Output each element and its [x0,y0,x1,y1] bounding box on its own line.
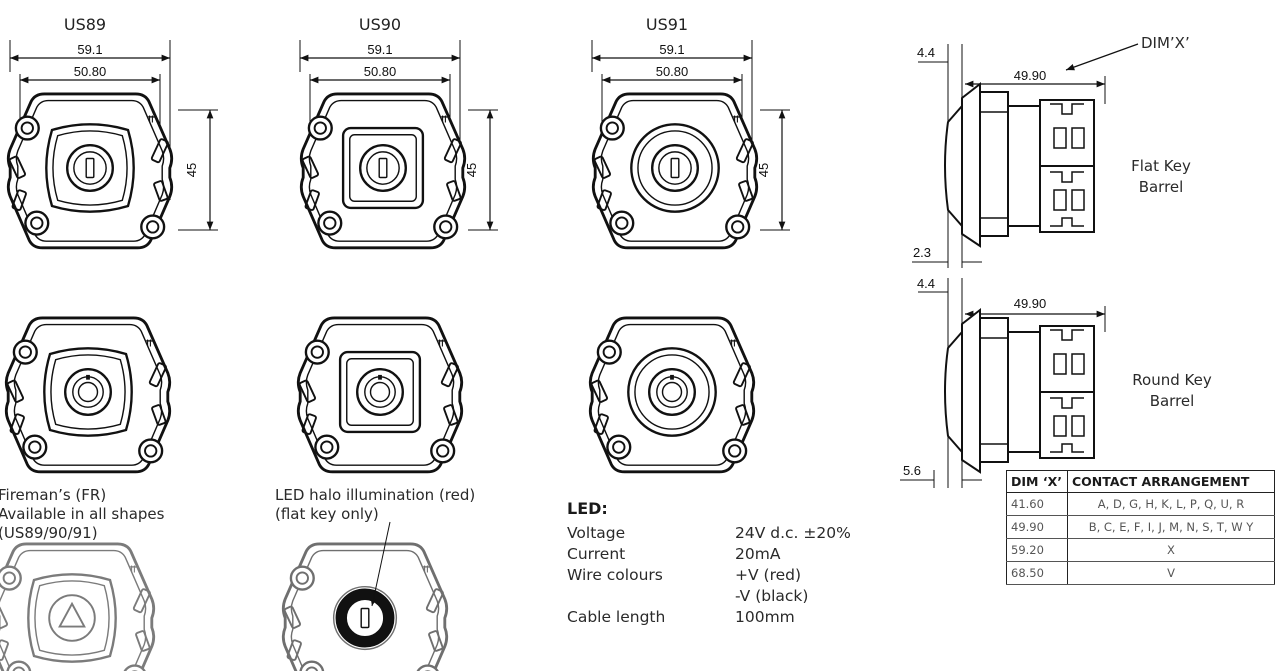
us91-firemans-view [588,316,756,474]
dim-x-cell: 59.20 [1006,538,1068,562]
us91-overall-width: 59.1 [659,42,684,57]
us89-overall-width: 59.1 [77,42,102,57]
round-key-side-view: 4.4 49.90 5.6 Round Key Barrel [900,276,1212,488]
halo-leader-line [370,521,391,607]
round-key-label-1: Round Key [1132,371,1212,389]
led-spec-row: Voltage 24V d.c. ±20% [567,523,851,544]
us89-firemans-view [4,316,172,474]
flat-top-offset: 4.4 [917,45,935,60]
contact-cell: V [1067,561,1275,585]
led-spec-label [567,586,735,607]
led-spec-row: Cable length 100mm [567,607,851,628]
led-title: LED: [567,499,608,518]
table-header-row: DIM ‘X’ CONTACT ARRANGEMENT [1006,470,1275,493]
led-spec-label: Voltage [567,524,626,542]
us90-title: US90 [359,15,401,34]
led-spec-value: -V (black) [735,587,809,605]
table-row: 41.60 A, D, G, H, K, L, P, Q, U, R [1006,492,1275,516]
us89-hole-spacing: 50.80 [74,64,107,79]
contact-arrangement-table: DIM ‘X’ CONTACT ARRANGEMENT 41.60 A, D, … [1006,470,1275,585]
flat-key-label-2: Barrel [1139,178,1184,196]
firemans-caption-line-2: Available in all shapes [0,505,165,523]
led-spec-label: Cable length [567,608,666,626]
led-spec-value: 24V d.c. ±20% [735,524,851,542]
led-spec-row: -V (black) [567,586,851,607]
round-length: 49.90 [1014,296,1047,311]
firemans-triangle-key-view [0,542,156,671]
us90-hole-spacing: 50.80 [364,64,397,79]
halo-caption-line-2: (flat key only) [275,505,379,523]
table-row: 49.90 B, C, E, F, I, J, M, N, S, T, W Y [1006,515,1275,539]
flat-key-label-1: Flat Key [1131,157,1191,175]
us90-front-view: US90 59.1 50.80 45 [299,15,498,250]
led-spec-value: 20mA [735,545,781,563]
dim-x-cell: 41.60 [1006,492,1068,516]
contact-cell: X [1067,538,1275,562]
firemans-caption-line-1: Fireman’s (FR) [0,486,107,504]
us91-title: US91 [646,15,688,34]
dim-x-cell: 68.50 [1006,561,1068,585]
led-spec-label: Wire colours [567,566,663,584]
header-contact-arrangement: CONTACT ARRANGEMENT [1067,470,1275,493]
firemans-caption: Fireman’s (FR) Available in all shapes (… [0,486,164,543]
us91-height: 45 [756,163,771,177]
led-spec-row: Wire colours +V (red) [567,565,851,586]
contact-cell: A, D, G, H, K, L, P, Q, U, R [1067,492,1275,516]
table-row: 68.50 V [1006,561,1275,585]
led-spec-row: Current 20mA [567,544,851,565]
us91-hole-spacing: 50.80 [656,64,689,79]
firemans-caption-line-3: (US89/90/91) [0,524,98,542]
us89-height: 45 [184,163,199,177]
round-top-offset: 4.4 [917,276,935,291]
halo-caption-line-1: LED halo illumination (red) [275,486,476,504]
led-spec-value: +V (red) [735,566,802,584]
dim-x-label: DIM’X’ [1141,34,1190,52]
us89-front-view: US89 59.1 50.80 45 [6,15,218,250]
header-dim-x: DIM ‘X’ [1006,470,1068,493]
us90-firemans-view [296,316,464,474]
us91-front-view: US91 59.1 50.80 45 [591,15,790,250]
us90-overall-width: 59.1 [367,42,392,57]
flat-length: 49.90 [1014,68,1047,83]
led-spec-list: Voltage 24V d.c. ±20% Current 20mA Wire co… [567,523,851,628]
halo-caption: LED halo illumination (red) (flat key on… [275,486,475,524]
flat-bottom-offset: 2.3 [913,245,931,260]
flat-key-side-view: 4.4 49.90 DIM’X’ 2.3 Flat Key Barrel [912,34,1191,268]
contact-cell: B, C, E, F, I, J, M, N, S, T, W Y [1067,515,1275,539]
dim-x-cell: 49.90 [1006,515,1068,539]
led-halo-view [281,542,449,671]
led-spec-value: 100mm [735,608,795,626]
round-key-label-2: Barrel [1150,392,1195,410]
us90-height: 45 [464,163,479,177]
table-row: 59.20 X [1006,538,1275,562]
us89-title: US89 [64,15,106,34]
led-spec-label: Current [567,545,626,563]
round-bottom-offset: 5.6 [903,463,921,478]
